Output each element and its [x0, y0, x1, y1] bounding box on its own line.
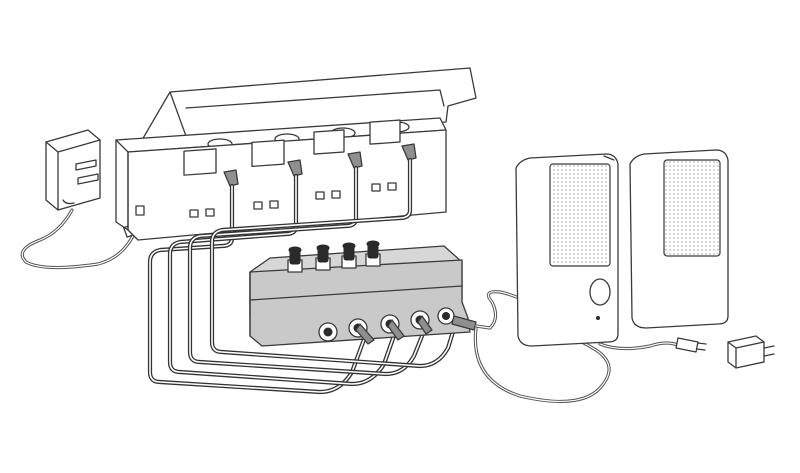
wall-power-adapter: [45, 129, 101, 211]
amp-knob-4: [365, 240, 381, 267]
amp-output-jack-1: [318, 322, 338, 342]
headphone-amplifier: [249, 240, 477, 347]
stand-port-bank-3: [313, 129, 345, 200]
stand-dc-port: [135, 205, 145, 216]
stand-jack-3: [347, 151, 363, 169]
amp-knob-3: [341, 242, 357, 269]
stand-port-bank-4: [369, 119, 401, 192]
audio-cables: [147, 157, 459, 395]
adapter-power-cord: [20, 208, 141, 270]
headphone-stand: [115, 67, 477, 241]
amp-input-jack: [437, 307, 455, 325]
amp-knob-1: [287, 246, 303, 273]
stand-port-bank-2: [251, 139, 285, 210]
amp-knob-2: [315, 244, 331, 271]
stand-jack-1: [223, 169, 239, 187]
stand-jack-2: [287, 159, 303, 177]
left-speaker: [515, 153, 619, 347]
speaker-power-cord: [598, 337, 707, 353]
stand-port-bank-1: [183, 148, 217, 218]
speaker-power-adapter: [727, 335, 775, 369]
speaker-volume-knob: [589, 278, 611, 306]
stand-jack-4: [401, 143, 417, 161]
right-speaker: [629, 149, 729, 329]
